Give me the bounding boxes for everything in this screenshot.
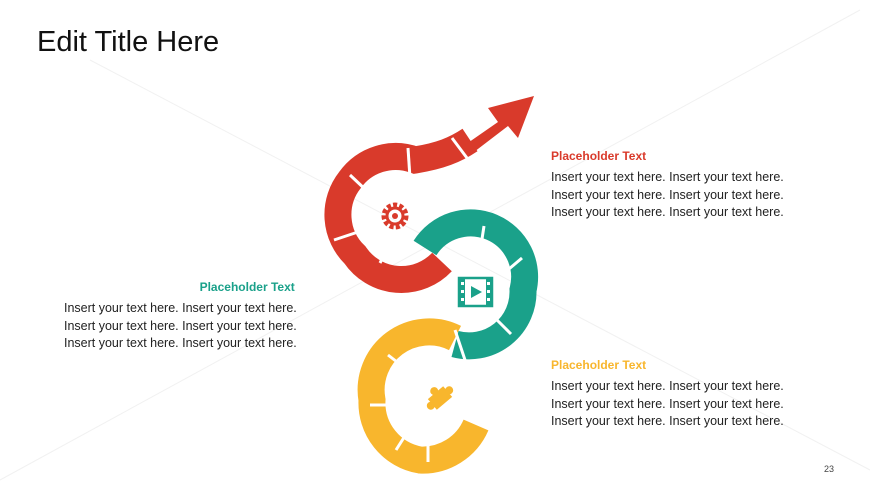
block-line[interactable]: Insert your text here. Insert your text … [551,187,784,202]
block-line[interactable]: Insert your text here. Insert your text … [551,379,784,393]
gear-icon [381,202,409,230]
text-block-2: Placeholder Text Insert your text here. … [64,280,297,353]
block-line[interactable]: Insert your text here. Insert your text … [551,170,784,184]
red-arc [324,128,478,293]
puzzle-icon [426,386,454,410]
film-play-icon [457,276,494,308]
teal-arc-segments [413,209,539,361]
block-line[interactable]: Insert your text here. Insert your text … [64,318,297,333]
block-line[interactable]: Insert your text here. Insert your text … [551,205,784,219]
yellow-arc [357,318,489,474]
block-heading[interactable]: Placeholder Text [551,149,647,163]
yellow-arc-segments [357,318,489,474]
block-line[interactable]: Insert your text here. Insert your text … [551,414,784,428]
block-line[interactable]: Insert your text here. Insert your text … [64,301,297,315]
slide-title[interactable]: Edit Title Here [37,26,220,58]
arrow-head [462,96,534,152]
text-block-3: Placeholder Text Insert your text here. … [551,358,784,431]
block-heading[interactable]: Placeholder Text [551,358,647,372]
block-heading[interactable]: Placeholder Text [199,280,295,294]
red-arc-segments [324,96,534,293]
block-line[interactable]: Insert your text here. Insert your text … [551,396,784,411]
page-number: 23 [823,464,834,474]
block-line[interactable]: Insert your text here. Insert your text … [64,336,297,350]
teal-arc [413,209,539,360]
text-block-1: Placeholder Text Insert your text here. … [551,149,784,222]
